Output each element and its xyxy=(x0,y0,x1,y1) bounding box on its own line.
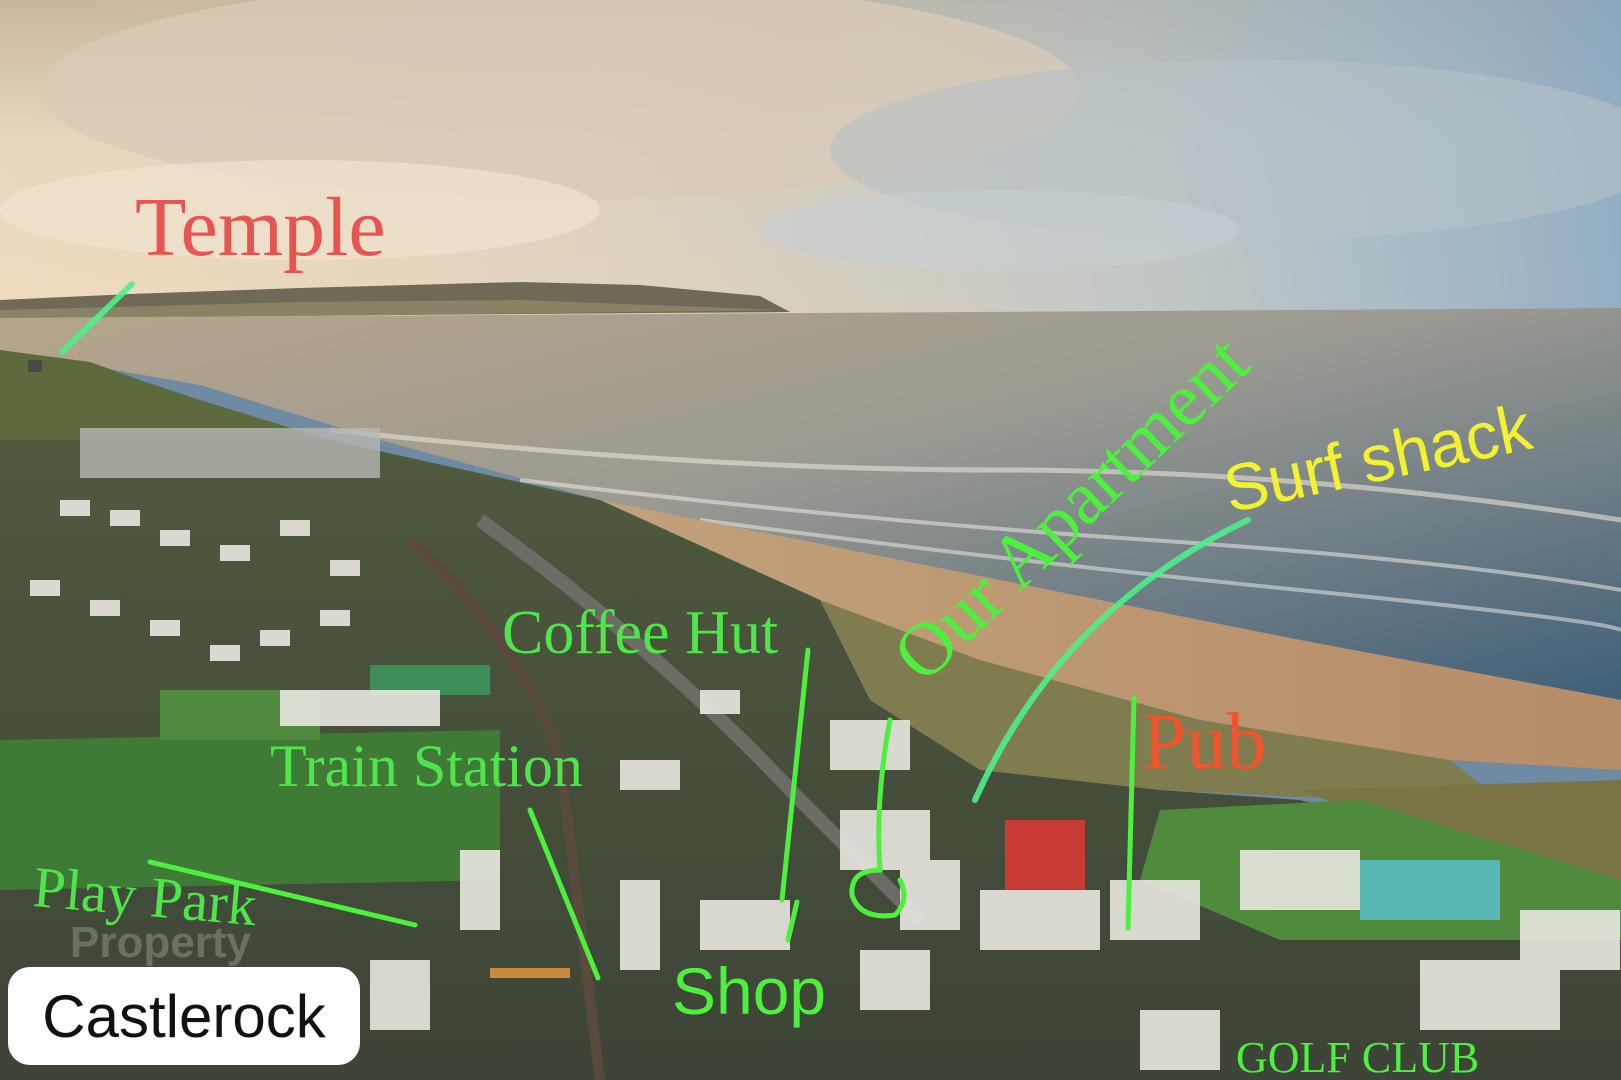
label-shop: Shop xyxy=(672,954,827,1028)
label-train-station: Train Station xyxy=(270,733,583,799)
play-park-pointer-line xyxy=(147,859,418,928)
label-coffee-hut: Coffee Hut xyxy=(502,599,779,667)
our-apartment-marker xyxy=(849,717,907,919)
apartment-pointer-line xyxy=(972,517,1251,803)
temple-pointer-line xyxy=(59,281,135,355)
shop-pointer-line xyxy=(785,899,800,943)
coffee-hut-pointer-line xyxy=(779,647,811,903)
label-pub: Pub xyxy=(1142,698,1267,786)
label-temple: Temple xyxy=(135,181,386,274)
watermark: Property xyxy=(70,918,251,967)
pub-pointer-line xyxy=(1125,695,1137,931)
train-station-pointer-line xyxy=(527,807,601,981)
place-name: Castlerock xyxy=(42,982,326,1050)
label-golf-club: GOLF CLUB xyxy=(1236,1033,1480,1080)
place-name-box: Castlerock xyxy=(8,967,360,1065)
